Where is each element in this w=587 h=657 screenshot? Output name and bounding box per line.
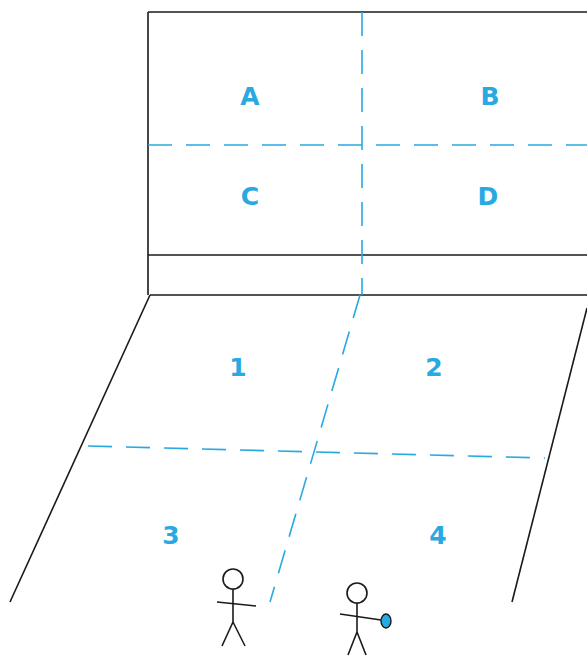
zone-label: A <box>240 84 259 109</box>
player-arms <box>340 614 381 620</box>
ball <box>381 614 391 628</box>
player-leg <box>222 622 233 646</box>
player-figure <box>217 569 256 646</box>
player-figure <box>340 583 391 655</box>
court-outline <box>10 12 587 602</box>
zone-label: 3 <box>162 523 179 548</box>
zone-label: 1 <box>229 355 246 380</box>
tin-line <box>148 254 587 256</box>
wall-side-line <box>147 12 149 295</box>
player-body <box>356 603 358 632</box>
floor-vertical-divider <box>270 295 360 602</box>
floor-back-line <box>150 294 587 296</box>
zone-label: D <box>478 184 499 209</box>
zone-label: C <box>241 184 259 209</box>
player-leg <box>348 632 357 655</box>
zone-label: 2 <box>425 355 442 380</box>
player-arms <box>217 602 256 606</box>
floor-right-line <box>512 308 587 602</box>
floor-left-line <box>10 295 150 602</box>
wall-horizontal-divider <box>148 144 587 146</box>
zone-label: 4 <box>429 523 446 548</box>
floor-horizontal-divider <box>88 446 545 458</box>
player-head <box>223 569 243 589</box>
zone-label: B <box>480 84 499 109</box>
wall-vertical-divider <box>361 12 363 295</box>
player-leg <box>233 622 245 646</box>
wall-top-line <box>148 11 587 13</box>
player-head <box>347 583 367 603</box>
player-body <box>232 589 234 622</box>
player-leg <box>357 632 366 655</box>
zone-dividers <box>88 12 587 602</box>
